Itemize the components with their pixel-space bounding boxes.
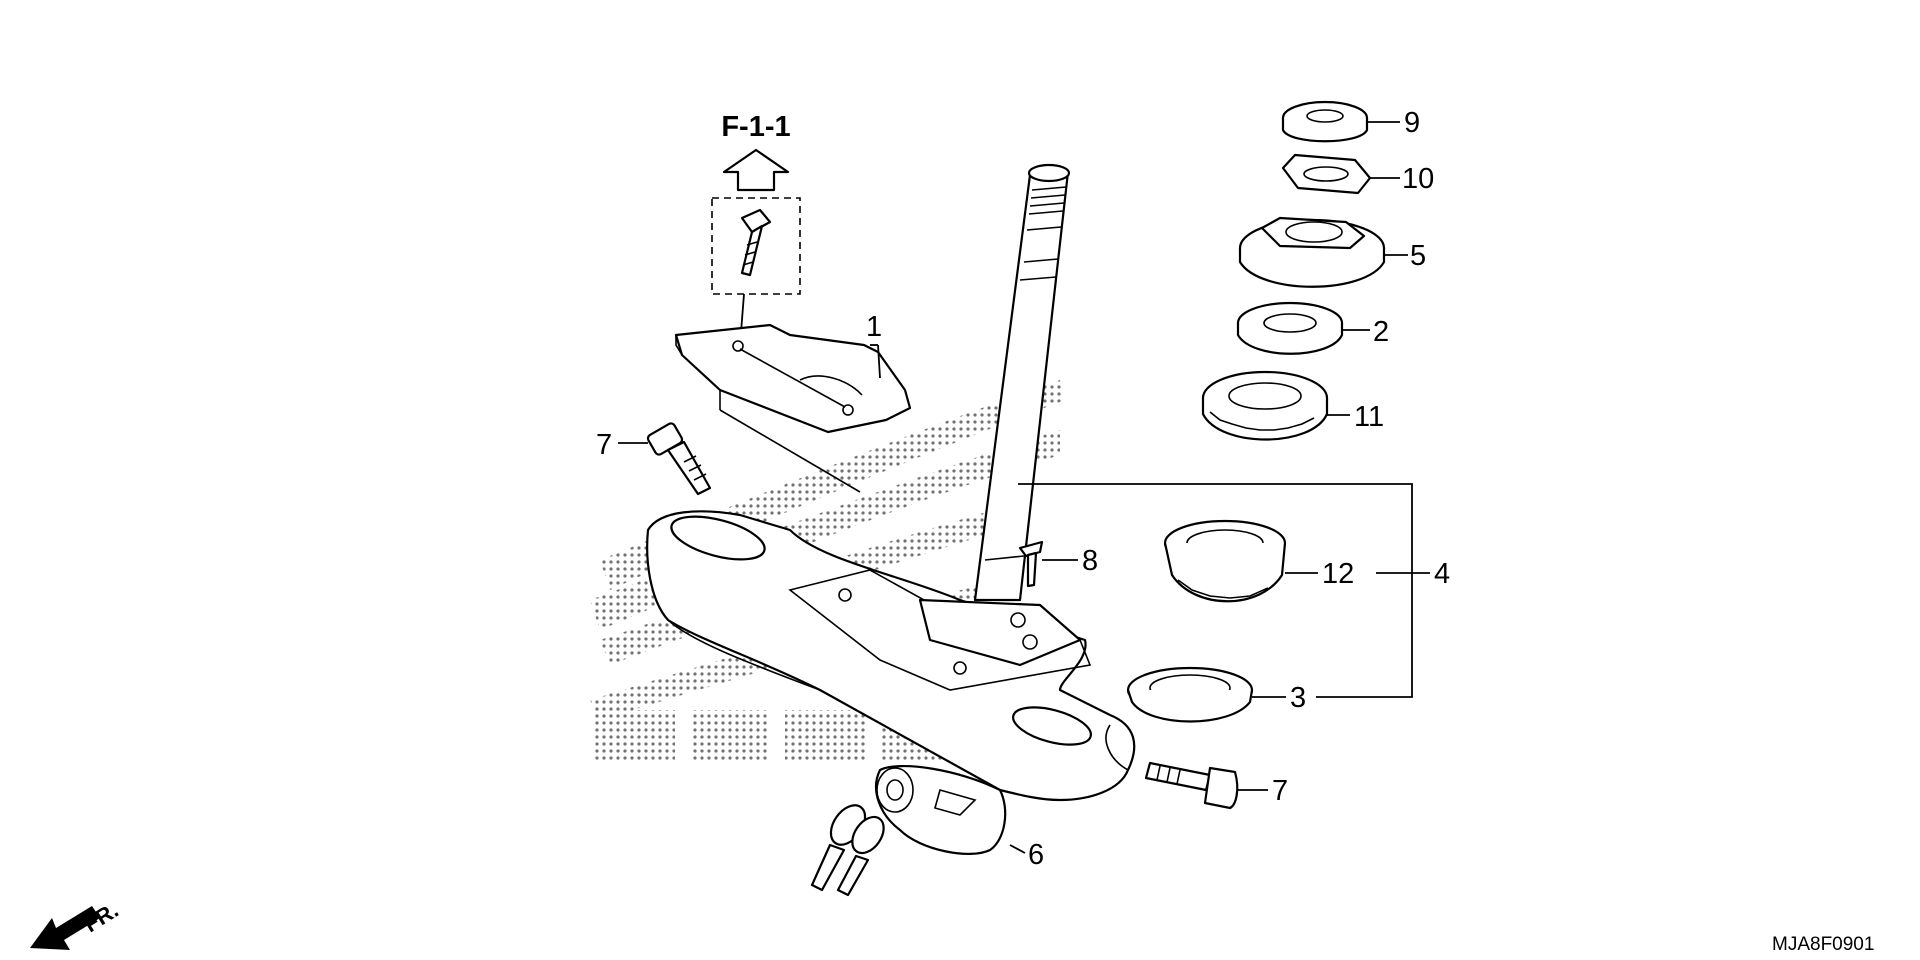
leader-lines xyxy=(618,121,1430,854)
front-arrow-icon xyxy=(30,906,100,950)
reference-label: F-1-1 xyxy=(721,111,790,143)
callout-1: 1 xyxy=(866,311,882,343)
part-3-dust-seal xyxy=(1126,666,1254,723)
callout-3: 3 xyxy=(1290,682,1306,714)
callout-7-lower: 7 xyxy=(1272,775,1288,807)
part-7-bolt-upper xyxy=(646,422,712,496)
reference-group: F-1-1 xyxy=(711,111,801,346)
callout-9: 9 xyxy=(1404,107,1420,139)
part-10-lock-washer xyxy=(1281,153,1372,195)
callout-8: 8 xyxy=(1082,545,1098,577)
callout-2: 2 xyxy=(1373,316,1389,348)
part-5-adjusting-nut xyxy=(1238,216,1386,288)
bolt-detail-box xyxy=(711,197,801,295)
up-arrow-icon xyxy=(722,148,790,192)
bottom-bridge xyxy=(646,510,1136,802)
steering-stem xyxy=(973,163,1071,602)
callout-7-upper: 7 xyxy=(596,429,612,461)
callouts: 1 2 3 4 5 6 7 7 8 9 10 11 12 xyxy=(596,107,1450,871)
part-12-lower-bearing xyxy=(1163,519,1287,603)
diagram-code: MJA8F0901 xyxy=(1772,934,1874,955)
part-9-lock-nut xyxy=(1281,100,1369,143)
part-11-bearing xyxy=(1201,370,1329,441)
part-7-bolt-lower xyxy=(1144,761,1239,810)
callout-4: 4 xyxy=(1434,558,1450,590)
callout-6: 6 xyxy=(1028,839,1044,871)
part-6-steering-lock xyxy=(875,764,1007,856)
part-8-screw xyxy=(1018,540,1044,588)
part-1-cover-plate xyxy=(674,323,912,493)
key-icon xyxy=(810,804,885,897)
front-direction-indicator: FR. xyxy=(30,897,123,950)
callout-10: 10 xyxy=(1402,163,1434,195)
callout-11: 11 xyxy=(1354,401,1384,433)
flange-bolt-icon xyxy=(740,208,772,277)
callout-12: 12 xyxy=(1322,558,1354,590)
callout-5: 5 xyxy=(1410,240,1426,272)
part-2-upper-race xyxy=(1236,301,1344,355)
front-label: FR. xyxy=(79,897,122,937)
